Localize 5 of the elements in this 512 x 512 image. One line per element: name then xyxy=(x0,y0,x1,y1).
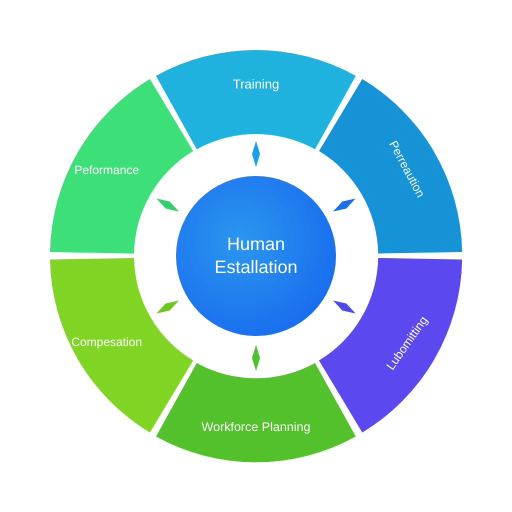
segment-label: Peformance xyxy=(74,162,140,177)
segment-label: Training xyxy=(232,76,280,92)
center-label: Human Estallation xyxy=(213,232,299,279)
segment-label: Workforce Planning xyxy=(202,420,310,434)
segment-label: Compesation xyxy=(71,335,142,350)
